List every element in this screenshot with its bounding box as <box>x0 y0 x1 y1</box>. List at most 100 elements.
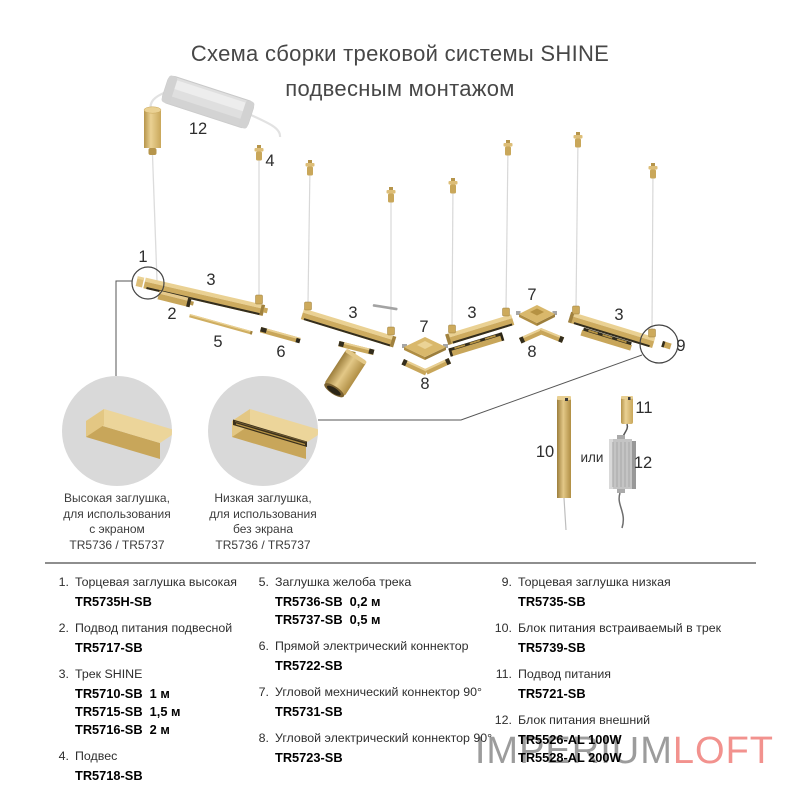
or-label: или <box>581 450 604 465</box>
part-name: Угловой мехнический коннектор 90° <box>275 685 482 699</box>
page-title: Схема сборки трековой системы SHINE подв… <box>0 36 800 106</box>
power-feed-track <box>157 290 194 308</box>
part-code: TR5737-SB 0,5 м <box>275 612 381 627</box>
psu-built-in-bar <box>557 396 571 531</box>
part-number: 5. <box>258 575 269 589</box>
part-code: TR5716-SB 2 м <box>75 722 170 737</box>
part-name: Блок питания встраиваемый в трек <box>518 621 722 635</box>
part-code: TR5528-AL 200W <box>518 750 622 765</box>
detail-view-low-cap <box>208 376 318 486</box>
track-gutter-piece <box>580 327 632 351</box>
part-number: 6. <box>258 639 269 653</box>
external-psu-right <box>609 435 636 529</box>
callout-straight-connector: 6 <box>276 343 285 361</box>
wire-fittings <box>255 294 656 338</box>
watermark-gray: IMPERIUM <box>474 730 673 772</box>
list-divider <box>45 562 756 564</box>
page-title-line1: Схема сборки трековой системы SHINE <box>190 41 610 66</box>
part-number: 10. <box>494 621 512 635</box>
part-code: TR5722-SB <box>275 658 343 673</box>
ceiling-mount <box>503 140 513 156</box>
part-number: 12. <box>494 713 512 727</box>
part-item-3: 3.Трек SHINE TR5710-SB 1 м TR5715-SB 1,5… <box>46 665 246 739</box>
callout-track-a: 3 <box>206 271 215 289</box>
corner-mech-connector-b <box>516 305 557 326</box>
corner-elec-connector-a <box>401 358 452 376</box>
part-item-11: 11.Подвод питания TR5721-SB <box>489 665 789 703</box>
end-cap-low-piece <box>661 341 672 350</box>
pendant-power-feed <box>143 106 162 282</box>
ceiling-mount <box>648 163 658 179</box>
parts-column-2: 5.Заглушка желоба трека TR5736-SB 0,2 м … <box>246 573 496 775</box>
part-name: Торцевая заглушка высокая <box>75 575 237 589</box>
part-item-2: 2.Подвод питания подвесной TR5717-SB <box>46 619 246 657</box>
part-item-7: 7.Угловой мехнический коннектор 90° TR57… <box>246 683 496 721</box>
part-number: 9. <box>501 575 512 589</box>
suspension-wires <box>258 137 654 331</box>
callout-psu-built-in: 10 <box>536 443 554 461</box>
power-feed-small <box>621 396 633 441</box>
part-code: TR5717-SB <box>75 640 143 655</box>
ceiling-mount <box>305 160 315 176</box>
external-psu-top <box>161 75 255 129</box>
part-name: Подвес <box>75 749 118 763</box>
part-name: Угловой электрический коннектор 90° <box>275 731 493 745</box>
part-code: TR5735H-SB <box>75 594 152 609</box>
part-code: TR5526-AL 100W <box>518 732 622 747</box>
part-item-10: 10.Блок питания встраиваемый в трек TR57… <box>489 619 789 657</box>
part-code: TR5723-SB <box>275 750 343 765</box>
detail-view-high-cap <box>62 376 172 486</box>
track-segment-2 <box>300 308 397 348</box>
part-item-4: 4.Подвес TR5718-SB <box>46 747 246 785</box>
part-code: TR5718-SB <box>75 768 143 783</box>
callout-track-c: 3 <box>467 304 476 322</box>
track-gutter-piece <box>448 332 505 357</box>
caption-line: без экрана <box>232 522 293 536</box>
ceiling-mounts <box>254 132 658 203</box>
part-code: TR5735-SB <box>518 594 586 609</box>
part-number: 3. <box>58 667 69 681</box>
callout-circle-low-cap <box>639 324 679 364</box>
callout-corner-elec-a: 8 <box>420 375 429 393</box>
callout-psu-external: 12 <box>634 454 652 472</box>
caption-line: с экраном <box>89 522 145 536</box>
callout-end-cap-low: 9 <box>676 337 685 355</box>
caption-line: для использования <box>63 506 171 521</box>
straight-connector <box>259 327 301 344</box>
part-name: Прямой электрический коннектор <box>275 639 469 653</box>
part-code: TR5710-SB 1 м <box>75 686 170 701</box>
callout-corner-elec-b: 8 <box>527 343 536 361</box>
imperiumloft-watermark: IMPERIUMLOFT <box>475 730 774 773</box>
caption-line: Высокая заглушка, <box>64 491 170 505</box>
part-item-5: 5.Заглушка желоба трека TR5736-SB 0,2 м … <box>246 573 496 629</box>
part-item-9: 9.Торцевая заглушка низкая TR5735-SB <box>489 573 789 611</box>
ceiling-mount <box>573 132 583 148</box>
callout-corner-mech-a: 7 <box>419 318 428 336</box>
ceiling-mount <box>254 145 264 161</box>
part-name: Заглушка желоба трека <box>275 575 412 589</box>
callout-power-feed-pendant: 2 <box>167 305 176 323</box>
part-number: 1. <box>58 575 69 589</box>
callout-psu-external-top: 12 <box>189 120 207 138</box>
watermark-accent: LOFT <box>672 730 774 772</box>
ceiling-mount <box>448 178 458 194</box>
caption-line: Низкая заглушка, <box>214 491 312 505</box>
part-number: 8. <box>258 731 269 745</box>
corner-elec-connector-b <box>519 328 565 344</box>
leader-lines <box>115 280 643 421</box>
callout-circle-high-cap <box>131 266 165 300</box>
part-number: 7. <box>258 685 269 699</box>
track-segment-3 <box>445 314 515 346</box>
channel-cap-rod <box>189 314 253 335</box>
callout-track-d: 3 <box>614 306 623 324</box>
parts-column-1: 1. Торцевая заглушка высокая TR5735H-SB 2… <box>46 573 246 793</box>
caption-line: TR5736 / TR5737 <box>215 537 311 552</box>
part-name: Блок питания внешний <box>518 713 651 727</box>
detail-caption-high: Высокая заглушка, для использования с эк… <box>37 491 197 553</box>
callout-end-cap-high: 1 <box>138 248 147 266</box>
part-name: Подвод питания подвесной <box>75 621 233 635</box>
part-item-1: 1. Торцевая заглушка высокая TR5735H-SB <box>46 573 246 611</box>
callout-track-b: 3 <box>348 304 357 322</box>
part-name: Подвод питания <box>518 667 612 681</box>
